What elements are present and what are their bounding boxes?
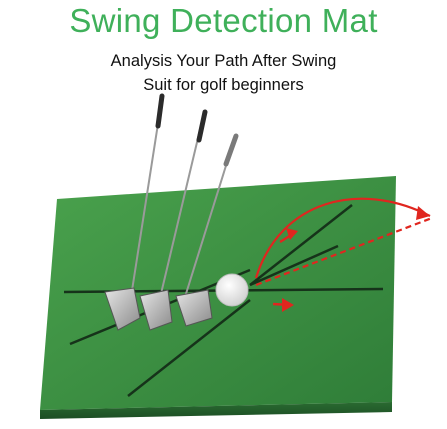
subtitle-line-1: Analysis Your Path After Swing (110, 52, 337, 70)
golf-ball (215, 273, 249, 307)
page-title: Swing Detection Mat (69, 2, 378, 39)
golf-clubs (104, 93, 239, 331)
swing-path-arrows (254, 197, 433, 312)
subtitle-line-2: Suit for golf beginners (143, 76, 304, 94)
